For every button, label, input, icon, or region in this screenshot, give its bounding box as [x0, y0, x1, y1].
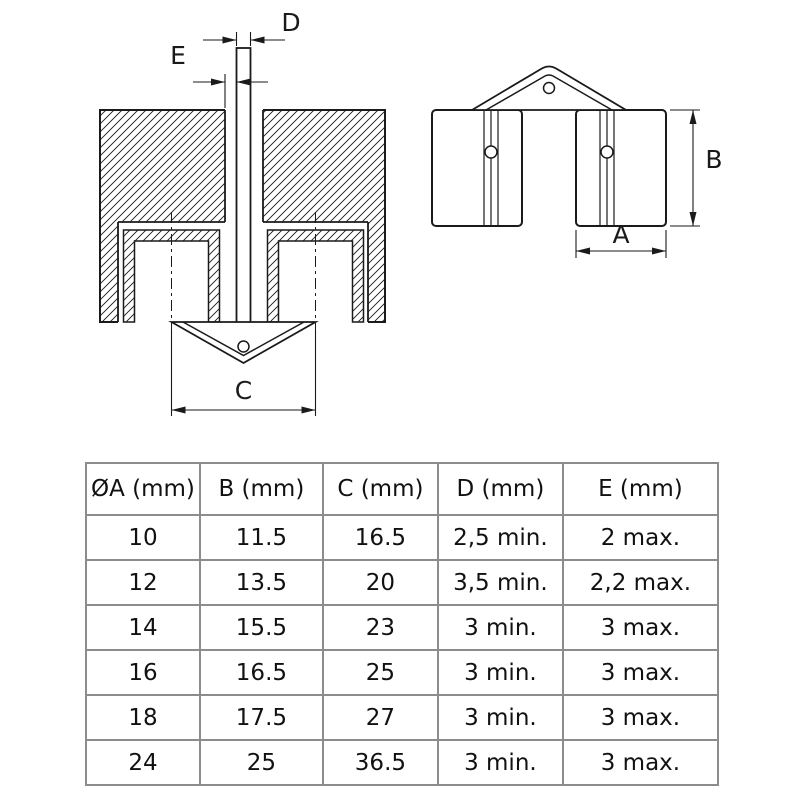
- table-cell: 27: [321, 694, 439, 741]
- table-cell: 3 min.: [436, 739, 564, 786]
- table-header-cell: D (mm): [436, 462, 564, 516]
- table-cell: 17.5: [198, 694, 324, 741]
- table-row: 18 17.5 27 3 min. 3 max.: [85, 694, 719, 741]
- dimension-e: [193, 74, 268, 108]
- table-cell: 36.5: [321, 739, 439, 786]
- dimension-table: ØA (mm) B (mm) C (mm) D (mm) E (mm) 10 1…: [85, 462, 719, 786]
- dimension-d: [203, 32, 285, 46]
- table-cell: 3 max.: [561, 694, 719, 741]
- section-view: D E C: [99, 8, 386, 416]
- table-cell: 2,2 max.: [561, 559, 719, 606]
- table-header-cell: E (mm): [561, 462, 719, 516]
- left-pin-hole: [484, 145, 498, 159]
- centerlines: [171, 212, 316, 334]
- table-cell: 3 min.: [436, 604, 564, 651]
- table-cell: 15.5: [198, 604, 324, 651]
- table-cell: 13.5: [198, 559, 324, 606]
- table-cell: 25: [198, 739, 324, 786]
- table-cell: 3 min.: [436, 649, 564, 696]
- strap-hole: [237, 340, 250, 353]
- left-cylinder: [431, 109, 523, 227]
- table-cell: 2,5 min.: [436, 514, 564, 561]
- table-cell: 14: [85, 604, 201, 651]
- dim-label-e: E: [170, 41, 186, 70]
- table-cell: 18: [85, 694, 201, 741]
- table-row: 12 13.5 20 3,5 min. 2,2 max.: [85, 559, 719, 606]
- dim-label-b: B: [705, 145, 722, 174]
- side-view: B A: [431, 65, 723, 258]
- table-cell: 3 max.: [561, 604, 719, 651]
- knuckle-lines: [483, 110, 615, 226]
- dim-label-d: D: [281, 8, 300, 37]
- table-row: 14 15.5 23 3 min. 3 max.: [85, 604, 719, 651]
- dim-label-c: C: [235, 376, 252, 405]
- table-cell: 16.5: [321, 514, 439, 561]
- table-cell: 23: [321, 604, 439, 651]
- hinge-technical-drawing: D E C: [99, 8, 723, 416]
- hinge-pin: [235, 47, 252, 339]
- table-row: 10 11.5 16.5 2,5 min. 2 max.: [85, 514, 719, 561]
- table-cell: 16: [85, 649, 201, 696]
- dimension-b: [670, 109, 700, 227]
- table-cell: 20: [321, 559, 439, 606]
- table-cell: 3 min.: [436, 694, 564, 741]
- right-pin-hole: [600, 145, 614, 159]
- table-header-row: ØA (mm) B (mm) C (mm) D (mm) E (mm): [85, 462, 719, 516]
- table-header-cell: C (mm): [321, 462, 439, 516]
- table-cell: 12: [85, 559, 201, 606]
- right-cylinder: [575, 109, 667, 227]
- table-row: 24 25 36.5 3 min. 3 max.: [85, 739, 719, 786]
- dim-label-a: A: [612, 220, 629, 249]
- table-row: 16 16.5 25 3 min. 3 max.: [85, 649, 719, 696]
- dimension-c: [170, 330, 317, 416]
- table-cell: 24: [85, 739, 201, 786]
- dimension-table-wrap: ØA (mm) B (mm) C (mm) D (mm) E (mm) 10 1…: [85, 462, 719, 786]
- tent-strap-hole: [542, 81, 556, 95]
- table-cell: 16.5: [198, 649, 324, 696]
- table-header-cell: ØA (mm): [85, 462, 201, 516]
- table-cell: 3 max.: [561, 739, 719, 786]
- table-cell: 3,5 min.: [436, 559, 564, 606]
- table-cell: 3 max.: [561, 649, 719, 696]
- table-header-cell: B (mm): [198, 462, 324, 516]
- table-cell: 10: [85, 514, 201, 561]
- table-cell: 25: [321, 649, 439, 696]
- table-cell: 11.5: [198, 514, 324, 561]
- table-cell: 2 max.: [561, 514, 719, 561]
- left-bushing: [122, 229, 221, 323]
- dimension-a: [575, 230, 667, 258]
